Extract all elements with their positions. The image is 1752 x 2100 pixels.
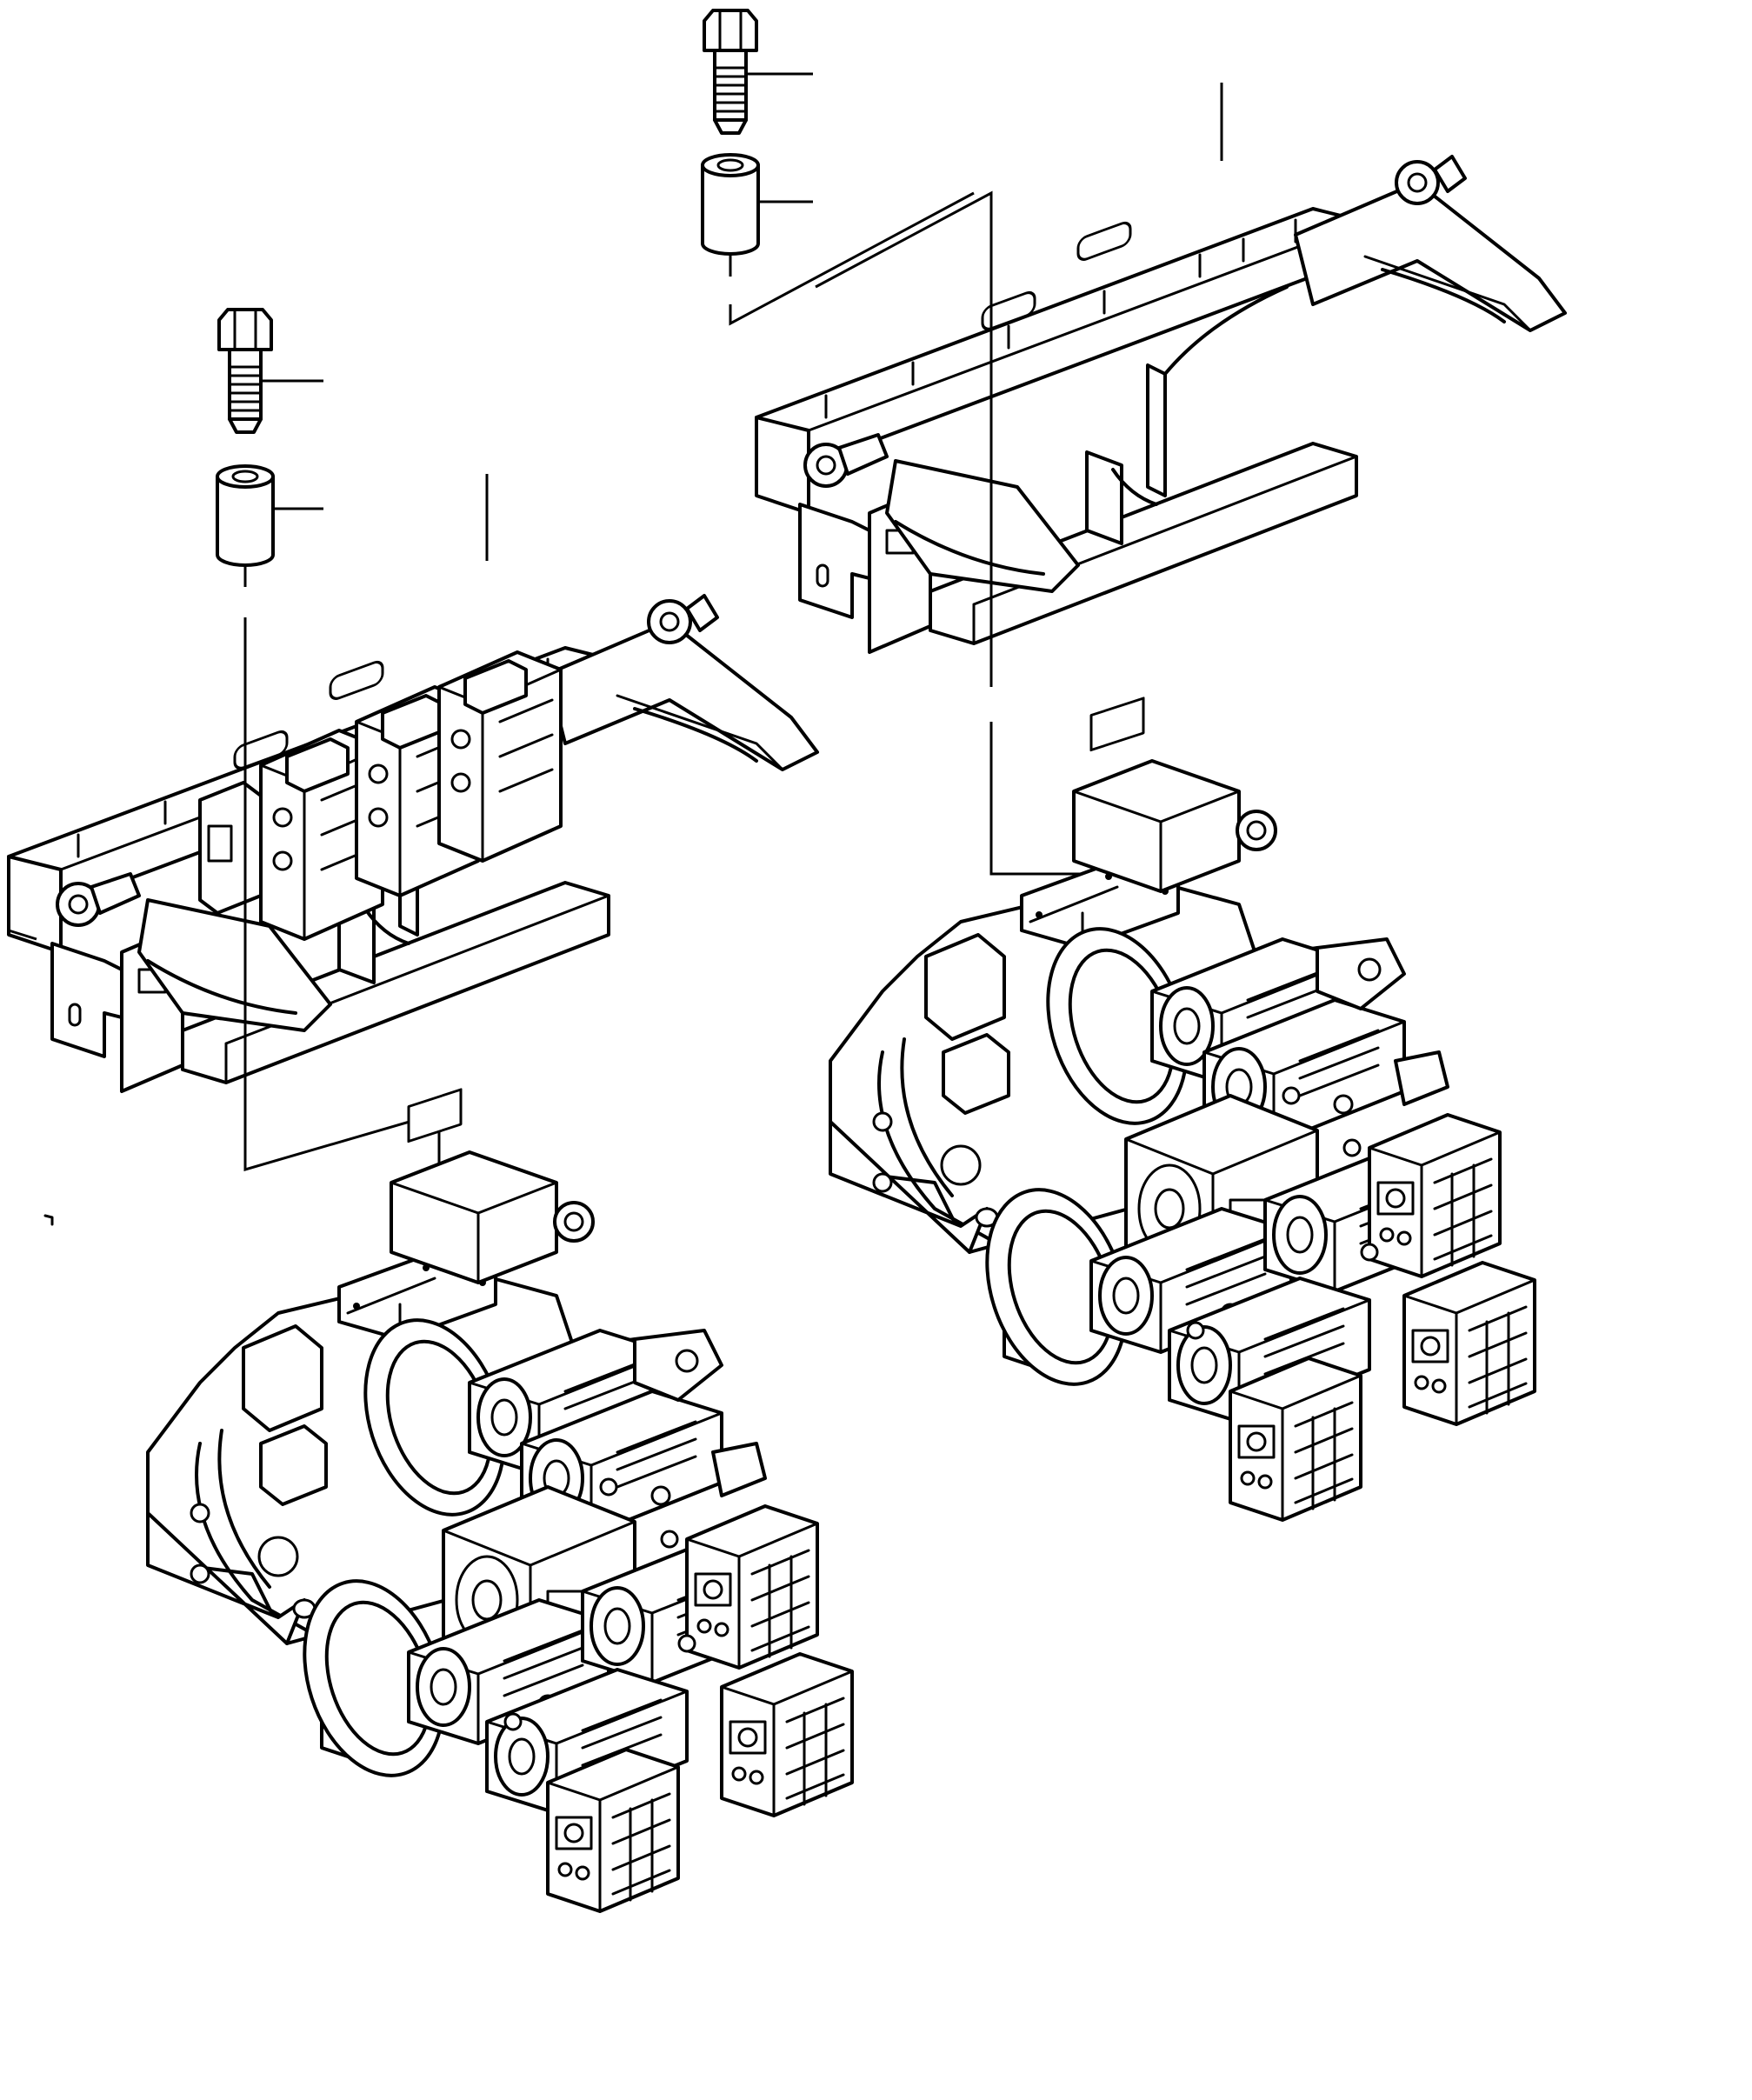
bracket-upper [755,155,1567,654]
spacer-upper [701,153,760,256]
spacer-lower [216,464,275,567]
stray-mark [43,1214,54,1226]
pump-assembly-left [148,1090,852,1911]
bolt-upper [703,9,758,135]
pump-assembly-right [830,698,1535,1520]
bolt-lower [217,308,273,434]
leader-line [8,929,37,941]
bracket-lower-with-valves [7,594,819,1093]
alignment-line [729,191,975,326]
alignment-line [815,190,993,687]
